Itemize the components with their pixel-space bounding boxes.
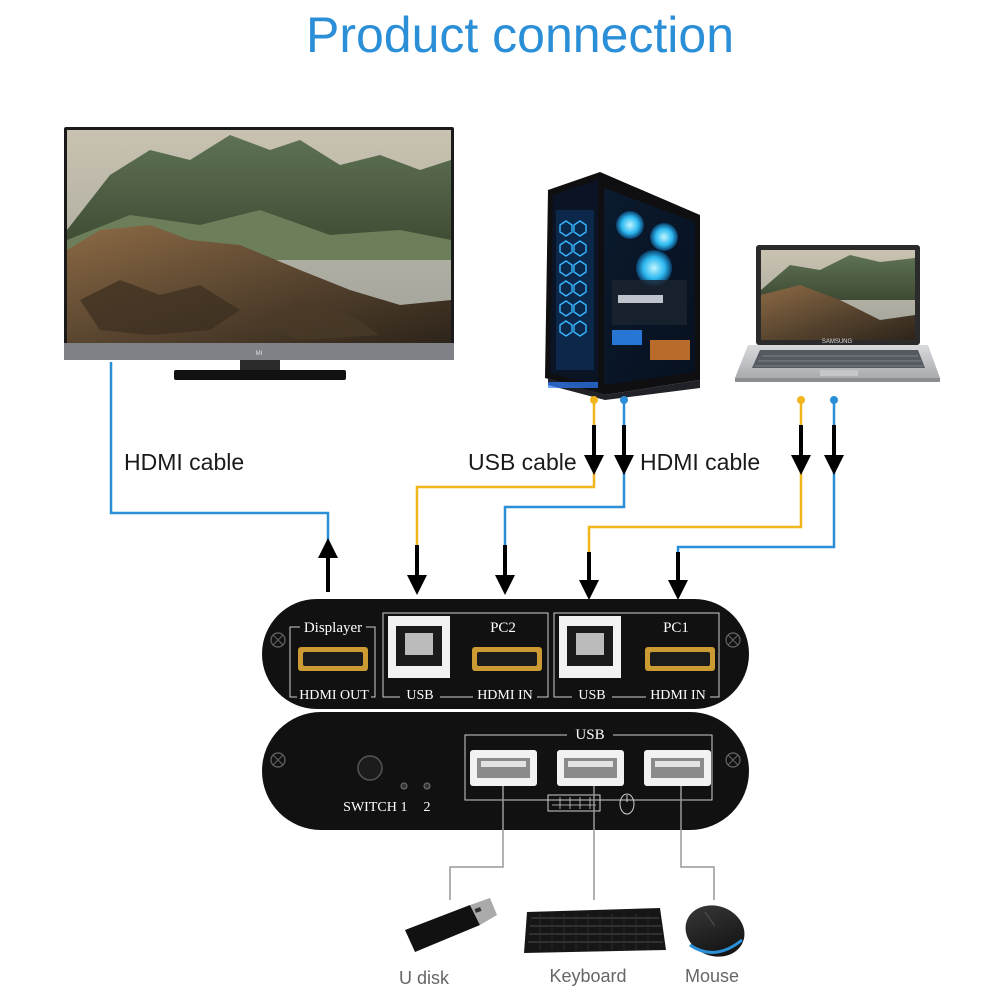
label-usb-pc2: USB xyxy=(406,688,433,703)
screw-icon xyxy=(270,632,286,648)
hdmi-cable-pc1 xyxy=(668,396,844,600)
fan-icon xyxy=(616,211,644,239)
hdmi-cable-label-right: HDMI cable xyxy=(640,449,760,475)
pc-side-hex-panel xyxy=(556,210,594,370)
usb-cable-pc1 xyxy=(579,396,811,600)
laptop-brand: SAMSUNG xyxy=(822,339,853,345)
kvm-switch-front: Displayer HDMI OUT PC2 USB HDMI IN PC1 U… xyxy=(262,599,749,709)
keyboard-port-icon xyxy=(547,794,601,812)
screw-icon xyxy=(270,752,286,768)
usb-flash-drive xyxy=(405,898,497,952)
tv-screen-image xyxy=(67,130,451,343)
label-led-2: 2 xyxy=(424,800,431,815)
usb-port-2[interactable] xyxy=(557,750,624,786)
page-title: Product connection xyxy=(306,7,734,63)
keyboard xyxy=(524,908,666,953)
label-hdmi-out: HDMI OUT xyxy=(299,688,369,703)
label-hdmi-in-pc2: HDMI IN xyxy=(477,688,533,703)
usb-port-3[interactable] xyxy=(644,750,711,786)
label-usb-pc1: USB xyxy=(578,688,605,703)
switch-button[interactable] xyxy=(357,755,383,781)
device-wires xyxy=(449,786,715,900)
label-displayer: Displayer xyxy=(304,620,362,636)
usb-port-1[interactable] xyxy=(470,750,537,786)
mouse-port-icon xyxy=(619,793,635,815)
label-led-1: 1 xyxy=(401,800,408,815)
kvm-switch-back: SWITCH 1 2 USB xyxy=(262,712,749,830)
tv-logo: MI xyxy=(256,351,263,357)
label-usb-hub: USB xyxy=(575,727,604,743)
screw-icon xyxy=(725,752,741,768)
hdmi-cable-label-left: HDMI cable xyxy=(124,449,244,475)
hdmi-cable-tv xyxy=(109,362,338,592)
tv-monitor: MI xyxy=(64,127,454,380)
label-pc1: PC1 xyxy=(663,620,689,636)
screw-icon xyxy=(725,632,741,648)
fan-icon xyxy=(636,250,672,286)
led-1-indicator xyxy=(400,782,408,790)
led-2-indicator xyxy=(423,782,431,790)
pc-tower xyxy=(545,172,700,400)
label-keyboard: Keyboard xyxy=(549,966,626,986)
laptop: SAMSUNG xyxy=(735,245,940,382)
label-switch: SWITCH xyxy=(343,800,397,815)
hdmi-cable-pc2 xyxy=(495,396,634,595)
label-hdmi-in-pc1: HDMI IN xyxy=(650,688,706,703)
usb-cable-pc2 xyxy=(407,396,604,595)
mouse xyxy=(685,905,745,957)
label-udisk: U disk xyxy=(399,968,450,988)
label-pc2: PC2 xyxy=(490,620,516,636)
usb-cable-label: USB cable xyxy=(468,449,577,475)
label-mouse: Mouse xyxy=(685,966,739,986)
fan-icon xyxy=(650,223,678,251)
